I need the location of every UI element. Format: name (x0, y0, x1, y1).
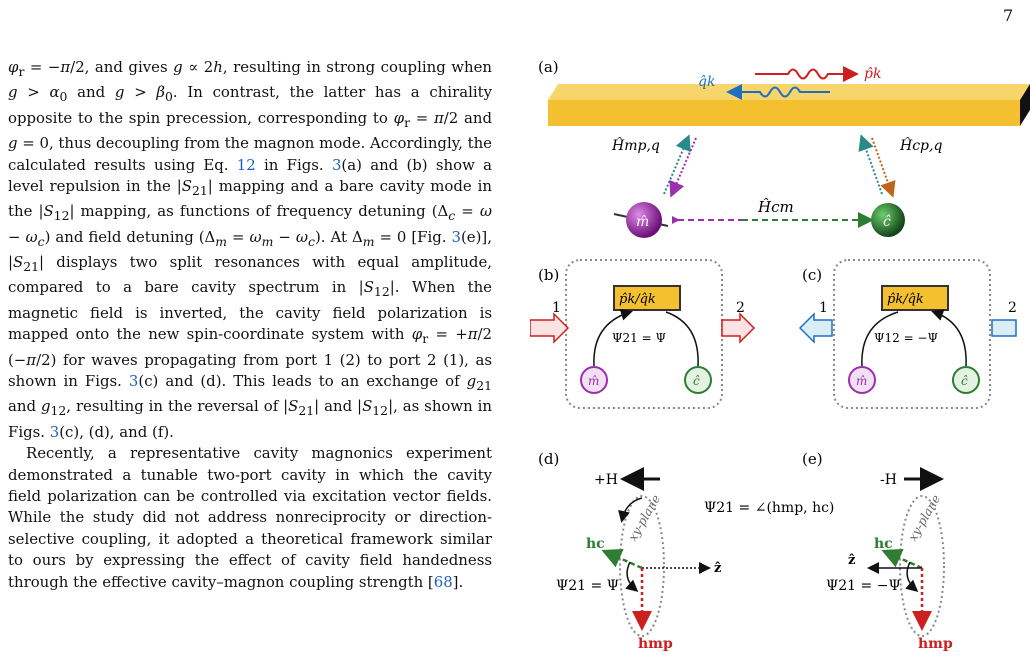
panel-b-psi: Ψ21 = Ψ (612, 331, 666, 345)
photon-sphere (871, 203, 905, 237)
panel-d-xy-plane (619, 495, 665, 637)
panel-c-magnon (848, 366, 876, 394)
panel-c-port1: 1 (819, 300, 828, 316)
panel-b-mode-box (613, 285, 681, 311)
q-wave-arrow (726, 84, 830, 100)
panel-b-mode-label: p̂k/q̂k (619, 292, 656, 307)
mp-coupling-down (669, 137, 697, 198)
panel-d-angle-arc (625, 561, 639, 592)
p-wave-arrow (755, 66, 859, 82)
panel-d-plane-label: xy-plane (625, 492, 663, 543)
cp-coupling-up (858, 134, 883, 195)
panel-e-z-label: ẑ (848, 553, 855, 568)
figure-svg: (a) p̂k q̂k Ĥmp,q Ĥcp,q Ĥcm m̂ ĉ (b) p̂k… (529, 58, 1030, 652)
panel-c-psi: Ψ12 = −Ψ (874, 331, 939, 345)
magnon-sphere (626, 202, 662, 238)
panel-c-frame (833, 259, 991, 409)
cp-coupling-down (871, 137, 896, 198)
panel-label-c: (c) (802, 266, 822, 284)
panel-b-port2: 2 (736, 300, 745, 316)
hmp-label: Ĥmp,q (611, 136, 660, 154)
panel-b-port1-arrow (529, 312, 570, 344)
photon-label: ĉ (883, 214, 891, 230)
panel-c-magnon-label: m̂ (856, 374, 867, 388)
psi-formula: Ψ21 = ∠(hmp, hc) (704, 500, 834, 516)
panel-e-hc-vector (881, 548, 923, 570)
panel-b-port2-arrow (721, 312, 756, 344)
panel-c-port2: 2 (1008, 300, 1017, 316)
panel-d-psi: Ψ21 = Ψ (556, 578, 619, 594)
panel-b-frame (565, 259, 723, 409)
panel-d-rotation-arrow (618, 497, 643, 523)
panel-c-mode-label: p̂k/q̂k (887, 292, 924, 307)
panel-b-arrow-right (665, 311, 699, 367)
panel-d-field: +H (594, 472, 618, 488)
panel-e-hc-label: hc (874, 536, 893, 552)
panel-b-magnon (580, 366, 608, 394)
panel-c-photon (952, 366, 980, 394)
panel-c-port2-box (991, 319, 1017, 337)
panel-b-port1: 1 (552, 300, 561, 316)
panel-label-e: (e) (802, 450, 823, 468)
panel-c-arrow-right (931, 309, 967, 367)
page-number: 7 (1003, 6, 1014, 25)
panel-label-a: (a) (538, 58, 559, 76)
paragraph-2: Recently, a representative cavity magnon… (8, 444, 492, 591)
panel-e-angle-arc (905, 561, 919, 592)
panel-c-photon-label: ĉ (961, 374, 968, 388)
panel-c-arrow-left (861, 311, 899, 367)
hcm-label: Ĥcm (757, 198, 794, 216)
magnon-label: m̂ (636, 214, 649, 230)
panel-d-hc-vector (601, 548, 643, 570)
cavity-bar (548, 100, 1020, 126)
panel-b-magnon-label: m̂ (588, 374, 599, 388)
paragraph-1: φr = −π/2, and gives g ∝ 2h, resulting i… (8, 58, 492, 441)
panel-e-plane-label: xy-plane (905, 492, 943, 543)
panel-e-hmp-label: hmp (918, 636, 953, 652)
panel-b-photon-label: ĉ (693, 374, 700, 388)
panel-d-hmp-label: hmp (638, 636, 673, 652)
panel-e-field: -H (880, 472, 897, 488)
panel-c-port1-arrow (798, 312, 833, 344)
panel-b-photon (684, 366, 712, 394)
hcp-label: Ĥcp,q (899, 136, 942, 154)
cm-arrow-left (672, 216, 680, 224)
panel-d-z-label: ẑ (714, 561, 721, 576)
panel-e-xy-plane (899, 495, 945, 637)
panel-label-d: (d) (538, 450, 559, 468)
panel-b-arrow-left (593, 308, 633, 367)
panel-label-b: (b) (538, 266, 559, 284)
panel-e-psi: Ψ21 = −Ψ (826, 578, 901, 594)
cavity-bar-end (1020, 84, 1030, 126)
panel-d-hc-label: hc (586, 536, 605, 552)
figure: (a) p̂k q̂k Ĥmp,q Ĥcp,q Ĥcm m̂ ĉ (b) p̂k… (529, 52, 1030, 662)
q-label: q̂k (698, 74, 715, 90)
mp-coupling-up (663, 134, 691, 195)
p-label: p̂k (864, 66, 881, 82)
body-text-column: φr = −π/2, and gives g ∝ 2h, resulting i… (8, 57, 492, 593)
panel-c-mode-box (881, 285, 949, 311)
